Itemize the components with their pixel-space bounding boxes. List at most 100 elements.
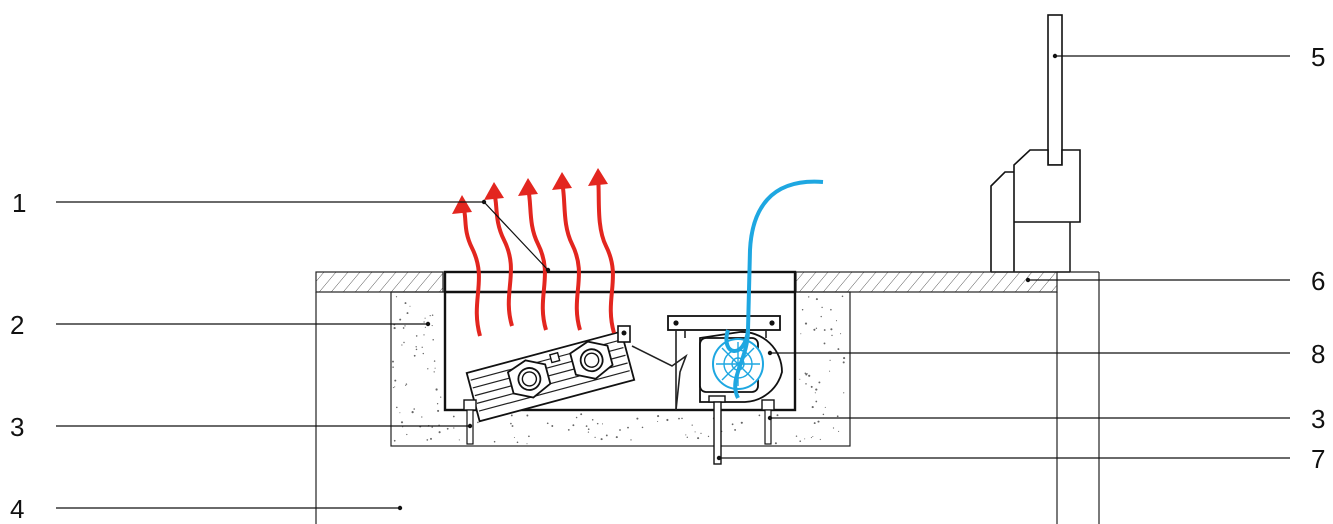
concrete-dot: [823, 342, 826, 345]
concrete-dot: [805, 383, 807, 385]
concrete-dot: [399, 318, 402, 321]
concrete-dot: [422, 352, 424, 355]
concrete-dot: [402, 327, 405, 329]
concrete-dot: [424, 326, 426, 328]
window-curtain-rail: [990, 14, 1081, 273]
concrete-dot: [823, 329, 826, 331]
concrete-dot: [843, 392, 845, 394]
concrete-dot: [831, 334, 833, 337]
concrete-dot: [572, 424, 575, 427]
concrete-dot: [815, 400, 818, 403]
concrete-dot: [395, 296, 398, 298]
concrete-dot: [415, 348, 418, 351]
concrete-dot: [830, 328, 833, 331]
concrete-dot: [402, 426, 404, 428]
concrete-dot: [404, 302, 407, 305]
callout-2: 2: [10, 310, 24, 340]
concrete-dot: [526, 414, 529, 417]
concrete-dot: [551, 425, 554, 427]
concrete-dot: [817, 420, 820, 423]
concrete-dot: [435, 388, 438, 391]
concrete-dot: [438, 431, 441, 434]
concrete-dot: [434, 367, 436, 369]
concrete-dot: [837, 348, 840, 351]
concrete-dot: [546, 422, 549, 425]
heat-exchanger: [465, 330, 636, 423]
concrete-dot: [394, 386, 396, 388]
concrete-dot: [615, 436, 618, 439]
concrete-dot: [740, 421, 743, 424]
concrete-dot: [424, 317, 426, 319]
concrete-dot: [575, 416, 578, 419]
concrete-dot: [630, 439, 632, 441]
concrete-dot: [396, 406, 398, 409]
concrete-dot: [433, 371, 435, 373]
leader-dots: [397, 53, 1058, 511]
concrete-dot: [808, 374, 811, 377]
callout-6: 6: [1311, 266, 1325, 296]
warm-air-arrowheads: [452, 168, 608, 214]
concrete-dot: [799, 440, 801, 442]
concrete-dot: [801, 308, 804, 311]
callout-1: 1: [12, 188, 26, 218]
callout-4: 4: [10, 494, 24, 524]
concrete-dot: [423, 334, 425, 336]
concrete-dot: [815, 298, 818, 301]
concrete-dot: [413, 408, 416, 410]
concrete-dot: [413, 354, 416, 357]
levelling-screw: [708, 395, 726, 465]
concrete-dot: [400, 421, 404, 424]
concrete-dot: [458, 439, 460, 441]
concrete-dot: [843, 357, 846, 360]
concrete-dot: [399, 412, 401, 414]
concrete-dot: [601, 423, 604, 425]
concrete-dot: [526, 443, 528, 445]
concrete-dot: [596, 422, 599, 425]
concrete-dot: [815, 388, 818, 391]
concrete-dot: [591, 419, 594, 421]
concrete-dot: [446, 427, 449, 430]
concrete-dot: [431, 314, 434, 316]
concrete-dot: [528, 435, 530, 438]
concrete-dot: [433, 360, 436, 362]
concrete-dot: [815, 327, 818, 329]
concrete-dot: [810, 437, 812, 439]
concrete-dot: [431, 426, 433, 428]
concrete-dot: [423, 321, 425, 323]
concrete-dot: [406, 312, 409, 315]
concrete-dot: [657, 415, 660, 418]
concrete-dot: [453, 427, 455, 429]
concrete-dot: [432, 339, 434, 341]
concrete-dot: [657, 420, 659, 423]
concrete-dot: [686, 436, 688, 438]
warm-air-arrow: [526, 187, 548, 331]
concrete-dot: [697, 437, 700, 440]
concrete-dot: [600, 438, 603, 441]
concrete-dot: [411, 411, 414, 414]
concrete-dot: [426, 439, 429, 441]
callout-3-right: 3: [1311, 404, 1325, 434]
concrete-dot: [585, 425, 588, 427]
concrete-dot: [567, 428, 570, 431]
concrete-dot: [403, 341, 405, 344]
wall-structure: [315, 272, 1100, 524]
concrete-dot: [587, 431, 590, 433]
support-foot-left: [463, 399, 477, 445]
concrete-dot: [830, 308, 832, 311]
concrete-dot: [493, 440, 496, 443]
concrete-dot: [605, 434, 608, 437]
concrete-dot: [776, 414, 779, 417]
concrete-dot: [431, 325, 433, 327]
concrete-dot: [842, 361, 845, 364]
concrete-dot: [731, 423, 734, 426]
concrete-dot: [832, 427, 835, 429]
concrete-dot: [835, 320, 838, 322]
concrete-dot: [477, 421, 479, 424]
concrete-dot: [691, 424, 693, 426]
concrete-dot: [805, 373, 808, 376]
concrete-dot: [619, 429, 621, 431]
concrete-dot: [808, 296, 810, 298]
concrete-dot: [840, 333, 842, 335]
concrete-dot: [627, 426, 629, 429]
concrete-dot: [804, 372, 807, 374]
